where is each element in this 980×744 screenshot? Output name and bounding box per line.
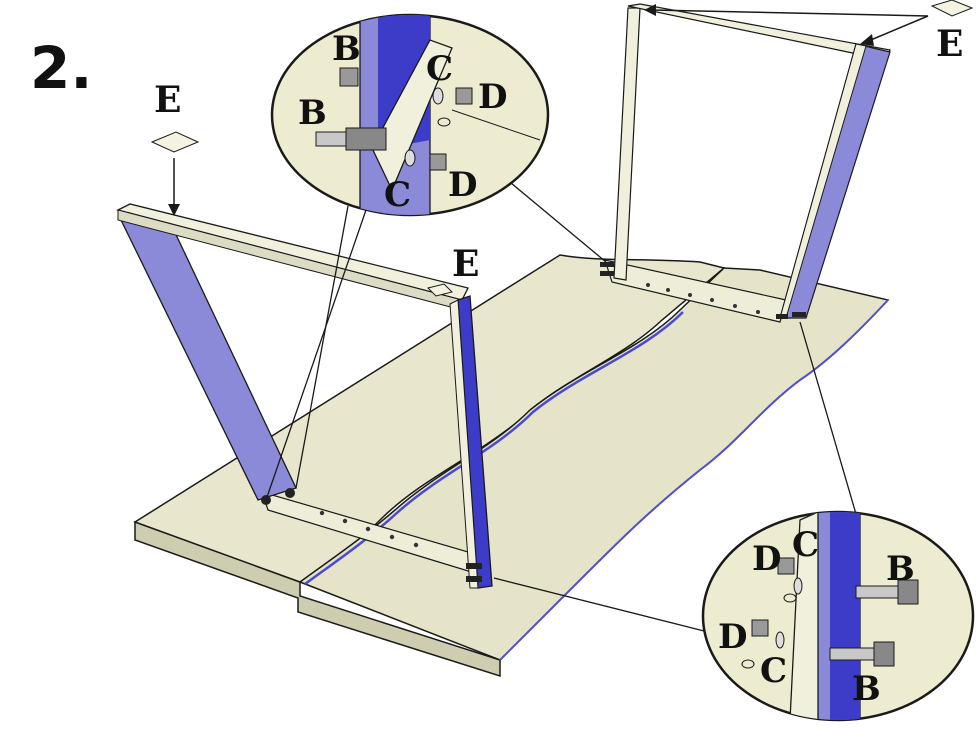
label-e-left: E [154,79,181,121]
back-leg-right-edge [779,43,867,319]
label-c-bottom-2: C [760,651,787,691]
tabletop-front-edge [134,520,501,678]
label-c-top-2: C [384,175,411,215]
label-b-top-1: B [332,29,361,69]
back-bolts [600,262,806,319]
step-number: 2. [30,34,92,102]
label-d-bottom-1: D [752,539,781,579]
front-leg-frame [116,203,493,589]
label-c-top-1: C [426,49,453,89]
detail-inset-top: B B C D C D [270,13,550,217]
label-e-center: E [452,243,479,285]
label-b-bottom-2: B [852,669,881,709]
label-d-top-2: D [448,165,477,205]
label-d-top-1: D [478,77,507,117]
back-leg-left [613,7,641,281]
leader-lines [265,177,857,633]
detail-inset-bottom: D C B D C B [701,510,975,722]
tabletop-right-edge [499,299,889,661]
back-leg-frame [600,3,891,323]
label-e-top-right: E [936,23,963,65]
front-rail-holes [319,510,419,548]
label-b-bottom-1: B [886,549,915,589]
back-rail-holes [646,283,760,314]
label-c-bottom-1: C [792,525,819,565]
pad-e-right [644,0,974,46]
pad-e-on-beam [427,283,453,297]
label-b-top-2: B [298,93,327,133]
label-d-bottom-2: D [718,617,747,657]
pad-e-left [150,131,200,216]
back-leg-top-beam [627,3,891,61]
front-leg-right-edge [449,299,479,589]
front-leg-left [118,217,297,501]
